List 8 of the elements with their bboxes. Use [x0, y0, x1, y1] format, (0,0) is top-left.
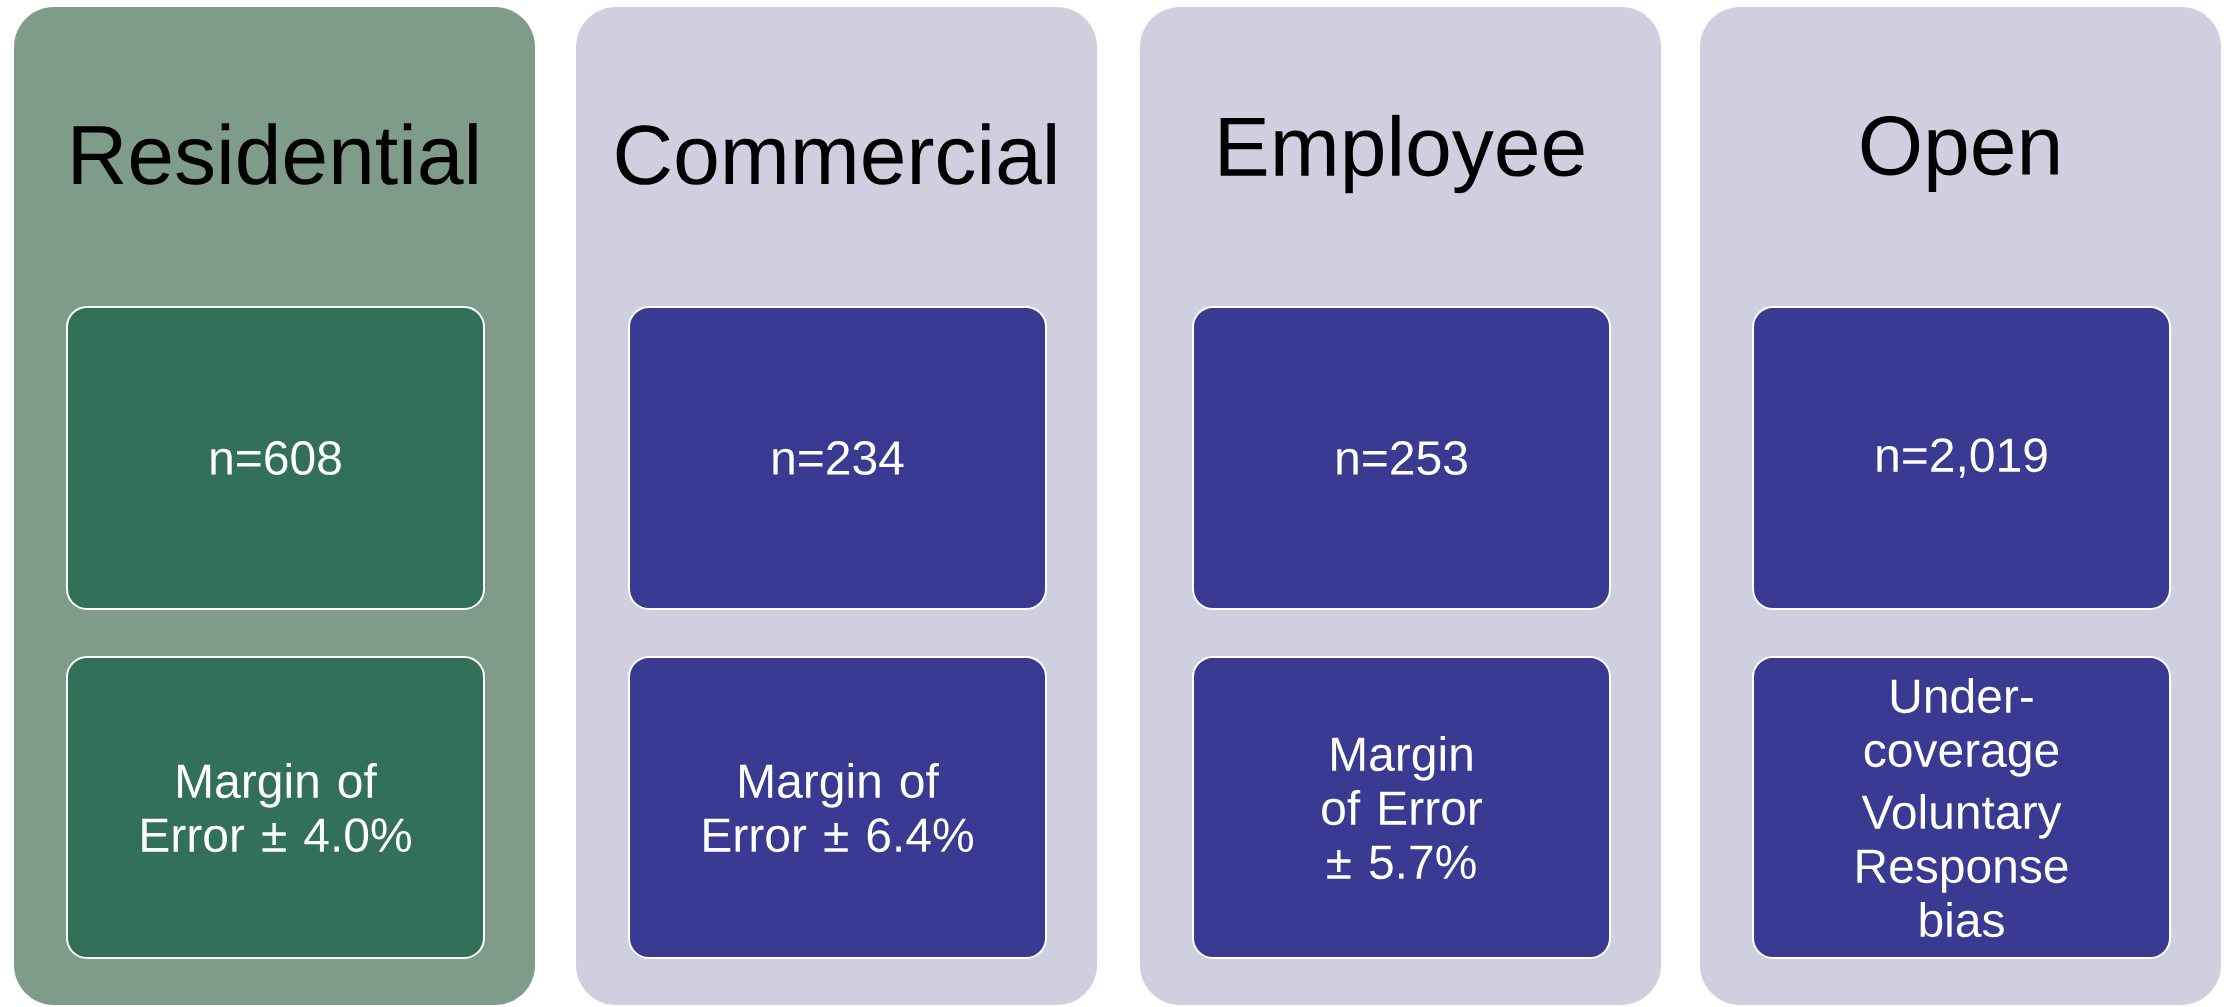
- info-box: n=608: [66, 306, 485, 610]
- info-box: Margin of Error ± 4.0%: [66, 656, 485, 959]
- info-box: n=2,019: [1752, 306, 2172, 610]
- info-box: Margin of Error ± 6.4%: [628, 656, 1047, 959]
- info-box: Under-coverage Voluntary Response bias: [1752, 656, 2172, 959]
- info-box: n=234: [628, 306, 1047, 610]
- info-box: Margin of Error ± 5.7%: [1192, 656, 1611, 959]
- info-box: n=253: [1192, 306, 1611, 610]
